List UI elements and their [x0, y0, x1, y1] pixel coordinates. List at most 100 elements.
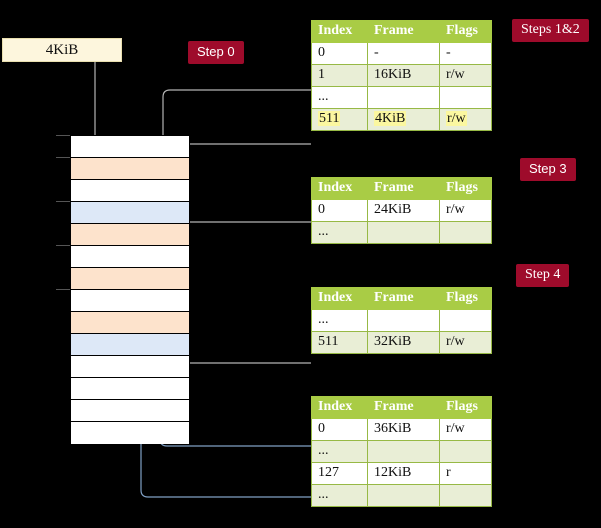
cell-frame	[367, 86, 440, 109]
memory-frame-row	[71, 356, 189, 378]
table-row: ...	[311, 309, 492, 332]
cell-index: ...	[311, 221, 368, 244]
table-row: 0--	[311, 42, 492, 65]
cell-frame	[367, 309, 440, 332]
memory-frame-row	[71, 290, 189, 312]
cell-flags: r	[439, 462, 492, 485]
cell-index: ...	[311, 440, 368, 463]
highlighted-value: 4KiB	[374, 111, 407, 126]
column-header-flags: Flags	[439, 20, 492, 43]
memory-frame-row	[71, 400, 189, 422]
column-header-index: Index	[311, 396, 368, 419]
table-row: ...	[311, 221, 492, 244]
table-row: ...	[311, 484, 492, 507]
virtual-address-box: 4KiB	[2, 38, 122, 62]
cell-frame: 32KiB	[367, 331, 440, 354]
highlighted-value: 511	[318, 111, 341, 126]
virtual-address-label: 4KiB	[45, 42, 79, 58]
memory-frame-tick	[56, 201, 70, 202]
cell-flags: r/w	[439, 108, 492, 131]
memory-frame-row	[71, 312, 189, 334]
column-header-flags: Flags	[439, 177, 492, 200]
cell-flags	[439, 484, 492, 507]
badge-step-3-label: Step 3	[529, 161, 567, 176]
cell-flags: r/w	[439, 331, 492, 354]
column-header-frame: Frame	[367, 396, 440, 419]
column-header-frame: Frame	[367, 287, 440, 310]
badge-steps-1-2-label: Steps 1&2	[521, 22, 580, 37]
highlighted-value: r/w	[446, 111, 467, 126]
physical-memory-column	[70, 135, 190, 444]
memory-frame-row	[71, 224, 189, 246]
badge-step-4-label: Step 4	[525, 267, 561, 282]
cell-flags	[439, 221, 492, 244]
memory-frame-row	[71, 158, 189, 180]
cell-index: ...	[311, 484, 368, 507]
column-header-index: Index	[311, 287, 368, 310]
memory-frame-tick	[56, 289, 70, 290]
memory-frame-row	[71, 334, 189, 356]
column-header-flags: Flags	[439, 287, 492, 310]
memory-frame-row	[71, 422, 189, 444]
cell-index: 0	[311, 42, 368, 65]
cell-index: ...	[311, 86, 368, 109]
column-header-frame: Frame	[367, 177, 440, 200]
cell-index: 1	[311, 64, 368, 87]
cell-frame: 12KiB	[367, 462, 440, 485]
column-header-flags: Flags	[439, 396, 492, 419]
column-header-frame: Frame	[367, 20, 440, 43]
memory-frame-row	[71, 268, 189, 290]
memory-frame-row	[71, 136, 189, 158]
cell-flags	[439, 86, 492, 109]
memory-frame-tick	[56, 245, 70, 246]
cell-flags: r/w	[439, 64, 492, 87]
badge-step-0: Step 0	[188, 41, 244, 64]
cell-index: 127	[311, 462, 368, 485]
cell-flags	[439, 309, 492, 332]
cell-frame: 24KiB	[367, 199, 440, 222]
cell-frame	[367, 221, 440, 244]
badge-steps-1-2: Steps 1&2	[512, 19, 589, 42]
badge-step-3: Step 3	[520, 158, 576, 181]
cell-index: 0	[311, 418, 368, 441]
column-header-index: Index	[311, 177, 368, 200]
cell-frame: -	[367, 42, 440, 65]
cell-flags	[439, 440, 492, 463]
cell-frame: 36KiB	[367, 418, 440, 441]
badge-step-0-label: Step 0	[197, 44, 235, 59]
cell-frame: 16KiB	[367, 64, 440, 87]
cell-flags: r/w	[439, 199, 492, 222]
column-header-index: Index	[311, 20, 368, 43]
memory-frame-row	[71, 378, 189, 400]
cell-frame	[367, 440, 440, 463]
cell-index: ...	[311, 309, 368, 332]
cell-index: 511	[311, 331, 368, 354]
cell-flags: r/w	[439, 418, 492, 441]
memory-frame-tick	[56, 135, 70, 136]
memory-frame-row	[71, 246, 189, 268]
memory-frame-row	[71, 202, 189, 224]
cell-frame	[367, 484, 440, 507]
table-row: ...	[311, 440, 492, 463]
memory-frame-row	[71, 180, 189, 202]
memory-frame-tick	[56, 157, 70, 158]
table-row: ...	[311, 86, 492, 109]
badge-step-4: Step 4	[516, 264, 570, 287]
cell-index: 511	[311, 108, 368, 131]
table-row: 511 4KiB r/w	[311, 108, 492, 131]
